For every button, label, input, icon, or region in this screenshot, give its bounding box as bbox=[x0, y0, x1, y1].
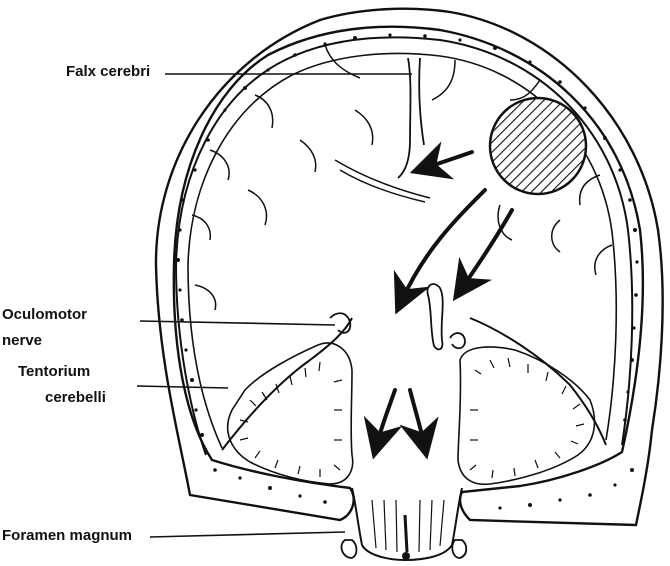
temporal-shift bbox=[426, 283, 444, 351]
leader-oculomotor bbox=[139, 320, 336, 326]
tentorium-right bbox=[469, 317, 607, 446]
herniation-arrows bbox=[363, 141, 514, 460]
transtentorial-arrow-1 bbox=[393, 188, 487, 315]
bone-speckles bbox=[176, 33, 639, 510]
label-oculomotor-nerve: nerve bbox=[2, 332, 43, 349]
dura-layer bbox=[187, 52, 618, 449]
central-canal-dot bbox=[402, 552, 410, 560]
brainstem bbox=[351, 487, 463, 562]
tonsillar-arrow-left bbox=[363, 388, 403, 460]
label-foramen-magnum: Foramen magnum bbox=[2, 527, 133, 544]
leader-tentorium bbox=[136, 385, 229, 389]
tonsillar-arrow-right bbox=[399, 388, 439, 460]
cerebellum-left bbox=[226, 342, 354, 485]
oculomotor-nerve bbox=[329, 312, 352, 334]
vertebra-right bbox=[451, 539, 468, 559]
brainstem-striations bbox=[371, 499, 445, 553]
sulci-right bbox=[431, 59, 613, 276]
cerebellum-right bbox=[457, 346, 596, 486]
label-tentorium: Tentorium bbox=[18, 363, 91, 380]
tentorium-left bbox=[221, 317, 353, 451]
sulci-left bbox=[191, 44, 431, 311]
label-cerebelli: cerebelli bbox=[45, 389, 106, 406]
cerebellum-folia bbox=[239, 357, 585, 479]
skull-inner-outline bbox=[174, 36, 634, 456]
label-oculomotor: Oculomotor bbox=[2, 306, 87, 323]
central-canal bbox=[403, 514, 409, 553]
leader-lines bbox=[136, 73, 412, 538]
leader-foramen bbox=[149, 531, 346, 538]
transtentorial-arrow-2 bbox=[452, 208, 514, 302]
subfalcine-arrow bbox=[409, 141, 474, 180]
oculomotor-nerve-right bbox=[449, 332, 466, 350]
mass-lesion bbox=[488, 96, 588, 196]
label-falx-cerebri: Falx cerebri bbox=[66, 63, 151, 80]
vertebra-left bbox=[340, 539, 358, 559]
falx-cerebri bbox=[397, 57, 425, 179]
skull-outer-outline bbox=[154, 7, 664, 527]
